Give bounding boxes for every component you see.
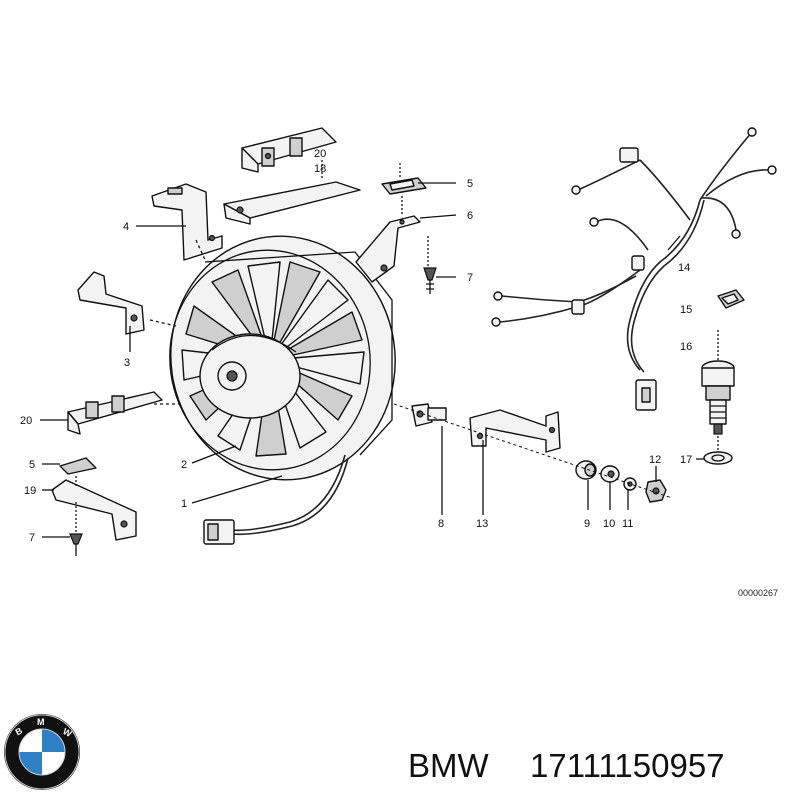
callout-11: 11 — [622, 518, 633, 530]
callout-2: 2 — [181, 459, 187, 471]
screw-7-left — [69, 533, 83, 556]
callout-8: 8 — [438, 518, 444, 530]
bracket-18 — [223, 181, 361, 225]
svg-text:M: M — [37, 717, 45, 727]
wiring-harness-14 — [491, 127, 777, 411]
callout-7-top: 7 — [467, 272, 473, 284]
callout-17: 17 — [680, 454, 692, 466]
nut-12 — [645, 479, 667, 503]
bracket-19 — [51, 479, 137, 541]
callout-16: 16 — [680, 341, 692, 353]
callout-5-left: 5 — [29, 459, 35, 471]
leader-lines — [40, 160, 719, 538]
bracket-3 — [77, 271, 145, 335]
callout-6: 6 — [467, 210, 473, 222]
part-number: 17111150957 — [530, 747, 725, 784]
callout-3: 3 — [124, 357, 130, 369]
bmw-logo: B M W — [4, 714, 80, 790]
grommet-9 — [575, 460, 597, 480]
callout-12: 12 — [649, 454, 661, 466]
bracket-6 — [355, 215, 421, 283]
diagram-reference: 00000267 — [738, 588, 778, 598]
seal-17 — [703, 451, 733, 465]
fan-connector — [203, 519, 235, 545]
bracket-4 — [151, 183, 223, 261]
clip-5-top — [381, 177, 427, 195]
callout-14: 14 — [678, 262, 690, 274]
fan-assembly — [169, 235, 396, 545]
fan-cable — [229, 454, 346, 532]
callout-5-top: 5 — [467, 178, 473, 190]
callout-4: 4 — [123, 221, 129, 233]
callout-19: 19 — [24, 485, 36, 497]
callout-15: 15 — [680, 304, 692, 316]
callout-labels: 20 18 5 4 6 7 14 15 3 16 20 17 12 2 5 19… — [20, 148, 692, 544]
callout-20-left: 20 — [20, 415, 32, 427]
callout-7-left: 7 — [29, 532, 35, 544]
bracket-20-top — [241, 127, 337, 173]
callout-10: 10 — [603, 518, 615, 530]
clip-15 — [717, 289, 745, 309]
callout-1: 1 — [181, 498, 187, 510]
callout-20-top: 20 — [314, 148, 326, 160]
svg-text:B: B — [14, 725, 25, 737]
bolt-8 — [411, 403, 447, 427]
screw-7-top — [423, 267, 437, 294]
callout-9: 9 — [584, 518, 590, 530]
bracket-20-left — [67, 391, 163, 435]
switch-16 — [701, 360, 735, 435]
brand-name: BMW — [408, 747, 490, 784]
callout-18: 18 — [314, 163, 326, 175]
callout-13: 13 — [476, 518, 488, 530]
washer-11 — [623, 477, 637, 491]
fan-motor — [199, 333, 301, 419]
clip-5-left — [59, 457, 97, 475]
